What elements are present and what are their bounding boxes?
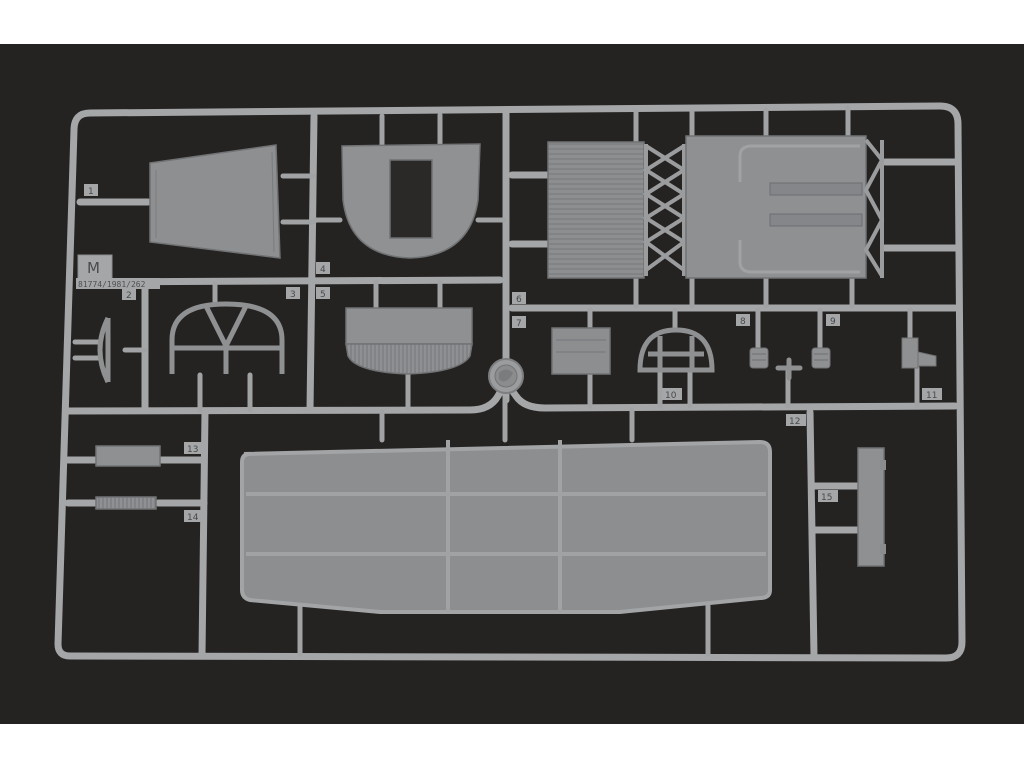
part-9-spool	[811, 347, 831, 369]
part-number-6: 6	[516, 295, 522, 305]
part-14-spring-bar	[95, 496, 157, 510]
part-3-frame	[169, 301, 285, 374]
part-7-box	[551, 327, 611, 375]
part-1-panel	[149, 144, 281, 259]
part-2-bracket	[97, 316, 111, 384]
part-6-floor-truss	[547, 135, 885, 279]
part-number-4: 4	[320, 265, 326, 275]
part-number-9: 9	[830, 317, 836, 327]
part-8-spool	[749, 347, 769, 369]
part-number-2: 2	[126, 291, 132, 301]
part-12-cross-pin	[775, 357, 803, 381]
part-number-5: 5	[320, 290, 326, 300]
part-number-12: 12	[789, 417, 800, 427]
large-floor-tray	[240, 439, 772, 614]
part-11-bracket	[901, 337, 937, 369]
sprue-emblem	[488, 358, 524, 394]
part-5-seat	[345, 307, 473, 375]
part-number-13: 13	[187, 445, 198, 455]
part-number-1: 1	[88, 187, 94, 197]
part-15-rail	[857, 447, 886, 567]
sprue-gates	[72, 105, 920, 657]
part-10-semicircle	[637, 327, 715, 373]
part-4-bulkhead	[341, 143, 481, 259]
part-number-11: 11	[926, 391, 937, 401]
part-number-8: 8	[740, 317, 746, 327]
sprue-letter: M	[87, 259, 100, 277]
part-number-3: 3	[290, 290, 296, 300]
part-number-tags: 1 2 3 4 5 6 7 8 9 10 11 12 13	[84, 184, 942, 523]
part-number-15: 15	[821, 493, 832, 503]
part-13-bar	[95, 445, 161, 467]
part-number-10: 10	[665, 391, 677, 401]
part-number-7: 7	[516, 319, 522, 329]
sprue-frame	[54, 102, 966, 662]
part-number-14: 14	[187, 513, 199, 523]
sprue-code: 81774/1981/262	[78, 280, 146, 289]
sprue-letter-tag: M 81774/1981/262	[76, 254, 160, 289]
